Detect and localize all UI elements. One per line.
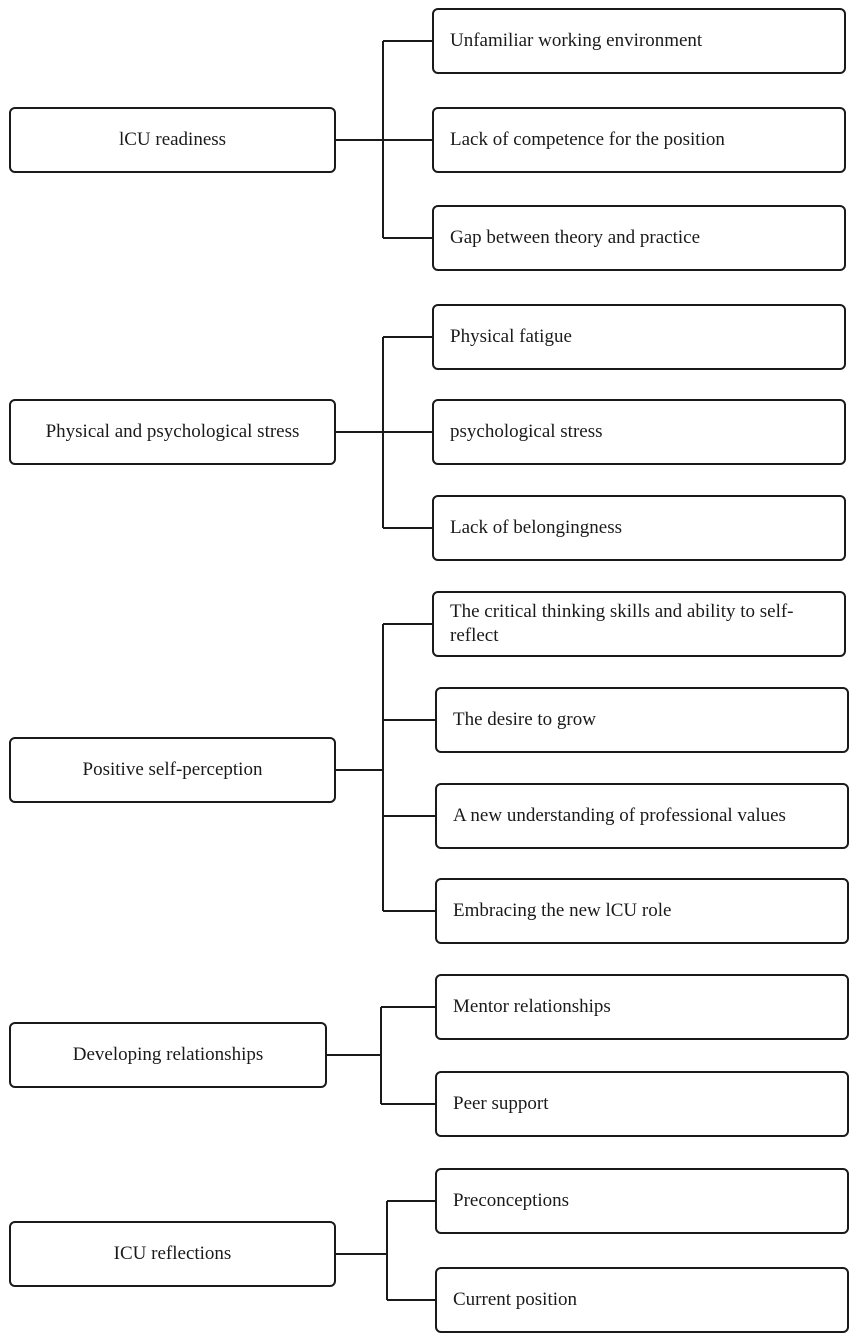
subtheme-box: Embracing the new lCU role	[435, 878, 849, 944]
theme-box-icu-readiness: lCU readiness	[9, 107, 336, 173]
subtheme-box: The desire to grow	[435, 687, 849, 753]
subtheme-box: A new understanding of professional valu…	[435, 783, 849, 849]
theme-box-developing-relationships: Developing relationships	[9, 1022, 327, 1088]
subtheme-box: psychological stress	[432, 399, 846, 465]
subtheme-box: Physical fatigue	[432, 304, 846, 370]
theme-box-icu-reflections: ICU reflections	[9, 1221, 336, 1287]
theme-box-positive-self-perception: Positive self-perception	[9, 737, 336, 803]
subtheme-box: Current position	[435, 1267, 849, 1333]
subtheme-box: Peer support	[435, 1071, 849, 1137]
subtheme-box: The critical thinking skills and ability…	[432, 591, 846, 657]
subtheme-box: Unfamiliar working environment	[432, 8, 846, 74]
subtheme-box: Preconceptions	[435, 1168, 849, 1234]
theme-box-physical-psychological-stress: Physical and psychological stress	[9, 399, 336, 465]
subtheme-box: Lack of belongingness	[432, 495, 846, 561]
subtheme-box: Lack of competence for the position	[432, 107, 846, 173]
subtheme-box: Mentor relationships	[435, 974, 849, 1040]
subtheme-box: Gap between theory and practice	[432, 205, 846, 271]
